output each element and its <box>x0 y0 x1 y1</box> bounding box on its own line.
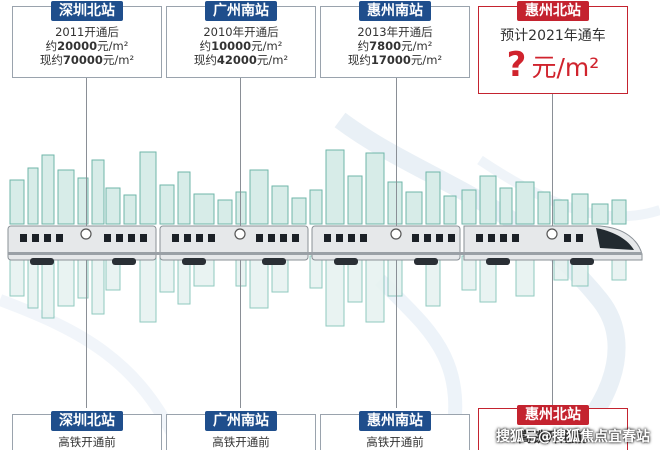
bottom-card-huizhou-south: 惠州南站 高铁开通前 <box>320 411 470 450</box>
price-before: 约10000元/m² <box>199 39 283 53</box>
station-name-badge: 深圳北站 <box>51 411 123 431</box>
high-speed-train <box>7 225 643 265</box>
price-before: 约7800元/m² <box>357 39 433 53</box>
price-now: 现约17000元/m² <box>347 53 443 67</box>
station-open-note: 2010年开通后 <box>203 25 279 39</box>
question-mark: ? <box>506 45 527 85</box>
station-name-badge: 惠州北站 <box>517 1 589 21</box>
station-name-badge: 惠州南站 <box>359 411 431 431</box>
opening-forecast: 预计2021年通车 <box>500 28 606 44</box>
bottom-card-guangzhou-south: 广州南站 高铁开通前 <box>166 411 316 450</box>
bottom-card-huizhou-north: 惠州北站 高铁开通前 <box>478 405 628 450</box>
station-name-badge: 广州南站 <box>205 1 277 21</box>
price-before: 约20000元/m² <box>45 39 129 53</box>
station-name-badge: 广州南站 <box>205 411 277 431</box>
station-card-shenzhen-north: 深圳北站 2011开通后 约20000元/m² 现约70000元/m² <box>12 1 162 78</box>
station-card-guangzhou-south: 广州南站 2010年开通后 约10000元/m² 现约42000元/m² <box>166 1 316 78</box>
price-now: 现约70000元/m² <box>39 53 135 67</box>
price-unknown: ? 元/m² <box>479 47 627 89</box>
station-card-huizhou-south: 惠州南站 2013年开通后 约7800元/m² 现约17000元/m² <box>320 1 470 78</box>
station-name-badge: 深圳北站 <box>51 1 123 21</box>
before-opening-label: 高铁开通前 <box>212 435 270 449</box>
before-opening-label: 高铁开通前 <box>518 430 588 446</box>
price-now: 现约42000元/m² <box>193 53 289 67</box>
before-opening-label: 高铁开通前 <box>58 435 116 449</box>
station-open-note: 2011开通后 <box>55 25 119 39</box>
before-opening-label: 高铁开通前 <box>366 435 424 449</box>
price-unit: 元/m² <box>531 53 600 82</box>
watermark: 搜狐号@搜狐焦点宜春站 <box>496 429 650 445</box>
station-card-huizhou-north: 惠州北站 预计2021年通车 ? 元/m² <box>478 1 628 94</box>
station-open-note: 2013年开通后 <box>357 25 433 39</box>
bottom-card-shenzhen-north: 深圳北站 高铁开通前 <box>12 411 162 450</box>
station-name-badge: 惠州北站 <box>517 405 589 425</box>
station-name-badge: 惠州南站 <box>359 1 431 21</box>
